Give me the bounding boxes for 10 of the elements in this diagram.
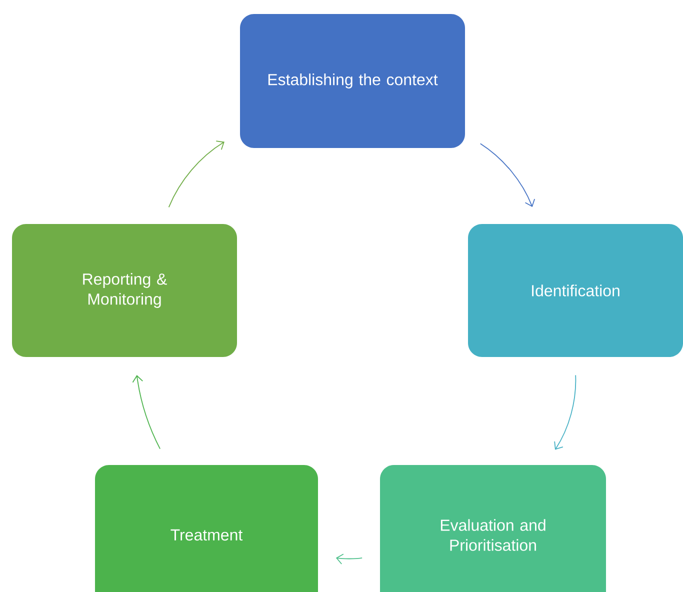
arrow	[336, 554, 363, 564]
arrow	[554, 374, 576, 450]
arrow	[168, 140, 224, 208]
process-box: Treatment	[95, 465, 318, 592]
process-box: Establishing the context	[240, 14, 465, 148]
process-box: Identification	[468, 224, 683, 357]
process-box: Reporting & Monitoring	[12, 224, 237, 357]
arrow	[132, 375, 160, 450]
arrow	[480, 143, 536, 208]
process-box: Evaluation and Prioritisation	[380, 465, 606, 592]
